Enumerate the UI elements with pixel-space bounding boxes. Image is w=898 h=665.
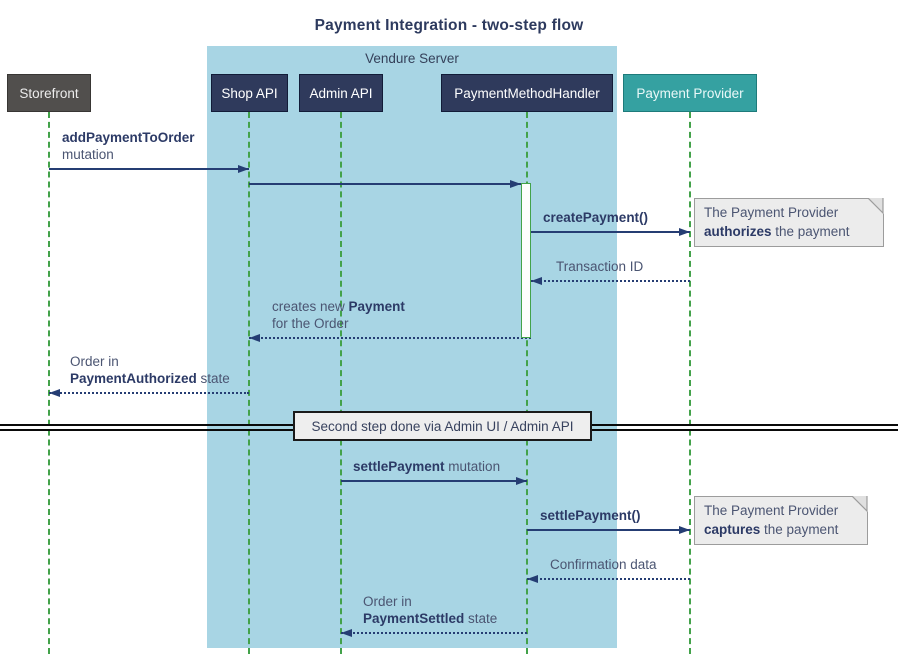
message-line-forward-to-handler <box>249 183 521 185</box>
note-text-segment: the payment <box>771 223 850 239</box>
arrowhead-forward-to-handler <box>510 179 521 188</box>
participant-payment-method-handler: PaymentMethodHandler <box>441 74 613 112</box>
message-text-segment: PaymentAuthorized <box>70 371 197 386</box>
note-text-segment: authorizes <box>704 223 772 239</box>
participant-storefront: Storefront <box>7 74 91 112</box>
lifeline-payment-provider <box>689 112 691 654</box>
participant-admin-api: Admin API <box>299 74 383 112</box>
message-label-line: PaymentSettled state <box>363 610 497 627</box>
message-text-segment: addPaymentToOrder <box>62 130 195 145</box>
participant-payment-provider: Payment Provider <box>623 74 757 112</box>
note-fold-icon <box>852 496 868 512</box>
note-fold-icon <box>868 198 884 214</box>
note-line: The Payment Provider <box>704 502 858 521</box>
message-text-segment: state <box>196 371 230 386</box>
arrowhead-confirmation-data <box>527 574 538 583</box>
message-text-segment: settlePayment <box>353 459 445 474</box>
message-text-segment: Payment <box>348 299 405 314</box>
message-label-settle-payment-mutation: settlePayment mutation <box>353 458 500 475</box>
note-text-segment: the payment <box>760 521 839 537</box>
message-label-confirmation-data: Confirmation data <box>550 556 657 573</box>
message-text-segment: creates new <box>272 299 349 314</box>
note-text-segment: The Payment Provider <box>704 205 839 220</box>
note-line: authorizes the payment <box>704 223 874 242</box>
arrowhead-settle-payment-call <box>679 525 690 534</box>
message-label-transaction-id: Transaction ID <box>556 258 643 275</box>
message-label-line: settlePayment() <box>540 507 641 524</box>
message-line-settle-payment-call <box>527 529 690 531</box>
message-line-transaction-id <box>531 280 690 282</box>
message-text-segment: PaymentSettled <box>363 611 465 626</box>
participant-label-storefront: Storefront <box>19 85 79 101</box>
message-text-segment: for the Order <box>272 316 349 331</box>
note-line: captures the payment <box>704 521 858 540</box>
participant-shop-api: Shop API <box>211 74 288 112</box>
message-text-segment: Confirmation data <box>550 557 657 572</box>
message-label-create-payment: createPayment() <box>543 209 648 226</box>
message-label-line: creates new Payment <box>272 298 405 315</box>
lifeline-shop-api <box>248 112 250 654</box>
lifeline-admin-api <box>340 112 342 654</box>
message-line-add-payment-to-order <box>49 168 249 170</box>
message-label-settle-payment-call: settlePayment() <box>540 507 641 524</box>
note-text-segment: captures <box>704 521 761 537</box>
lifeline-storefront <box>48 112 50 654</box>
message-text-segment: settlePayment() <box>540 508 641 523</box>
arrowhead-order-payment-settled <box>341 628 352 637</box>
message-text-segment: state <box>464 611 498 626</box>
message-line-order-payment-settled <box>341 632 527 634</box>
message-label-line: settlePayment mutation <box>353 458 500 475</box>
participant-label-shop-api: Shop API <box>221 85 278 101</box>
message-label-add-payment-to-order: addPaymentToOrder mutation <box>62 129 195 163</box>
note-text-segment: The Payment Provider <box>704 503 839 518</box>
message-text-segment: mutation <box>62 147 114 162</box>
message-label-line: Transaction ID <box>556 258 643 275</box>
lifeline-payment-method-handler <box>526 112 528 654</box>
arrowhead-order-payment-authorized <box>49 388 60 397</box>
message-label-line: for the Order <box>272 315 405 332</box>
divider-label-box: Second step done via Admin UI / Admin AP… <box>293 411 592 441</box>
frame-label: Vendure Server <box>365 51 459 66</box>
message-line-creates-new-payment <box>249 337 531 339</box>
activation-bar-payment-method-handler <box>521 183 531 338</box>
arrowhead-create-payment <box>679 227 690 236</box>
arrowhead-add-payment-to-order <box>238 164 249 173</box>
message-label-line: Order in <box>70 353 230 370</box>
message-line-settle-payment-mutation <box>341 480 527 482</box>
message-text-segment: Transaction ID <box>556 259 644 274</box>
arrowhead-settle-payment-mutation <box>516 476 527 485</box>
participant-label-payment-method-handler: PaymentMethodHandler <box>454 85 600 101</box>
arrowhead-creates-new-payment <box>249 333 260 342</box>
diagram-title: Payment Integration - two-step flow <box>314 17 584 34</box>
message-label-line: Order in <box>363 593 497 610</box>
message-text-segment: Order in <box>363 594 412 609</box>
note-capture-note: The Payment Provider captures the payment <box>694 496 868 545</box>
participant-label-payment-provider: Payment Provider <box>636 85 744 101</box>
message-text-segment: createPayment() <box>543 210 649 225</box>
participant-label-admin-api: Admin API <box>309 85 373 101</box>
message-label-line: mutation <box>62 146 195 163</box>
message-text-segment: mutation <box>444 459 501 474</box>
note-line: The Payment Provider <box>704 204 874 223</box>
message-line-confirmation-data <box>527 578 690 580</box>
vendure-server-frame: Vendure Server <box>207 46 617 648</box>
message-line-order-payment-authorized <box>49 392 249 394</box>
message-label-line: addPaymentToOrder <box>62 129 195 146</box>
message-label-line: createPayment() <box>543 209 648 226</box>
arrowhead-transaction-id <box>531 276 542 285</box>
message-text-segment: Order in <box>70 354 119 369</box>
note-authorize-note: The Payment Provider authorizes the payme… <box>694 198 884 247</box>
message-line-create-payment <box>531 231 690 233</box>
divider-label: Second step done via Admin UI / Admin AP… <box>311 418 574 434</box>
message-label-line: PaymentAuthorized state <box>70 370 230 387</box>
message-label-line: Confirmation data <box>550 556 657 573</box>
